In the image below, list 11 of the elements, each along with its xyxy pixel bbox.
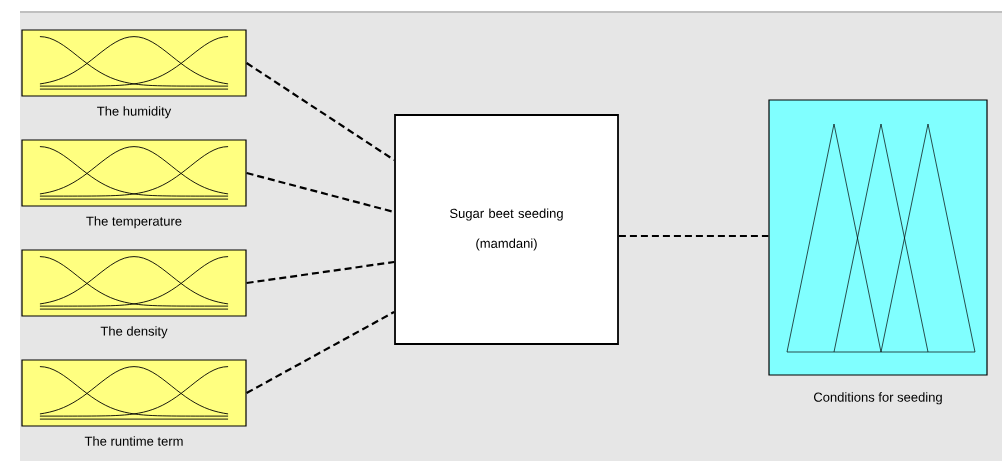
rule-system-box: Sugar beet seeding (mamdani) xyxy=(394,114,619,345)
variable-label: The humidity xyxy=(97,106,172,119)
connector-line xyxy=(618,234,769,238)
connector-line xyxy=(246,171,395,214)
connector-line xyxy=(246,260,395,285)
variable-label: The density xyxy=(100,326,168,339)
variable-label: The temperature xyxy=(86,216,182,229)
variable-label: Conditions for seeding xyxy=(814,392,942,405)
connector-line xyxy=(246,311,395,394)
variable-label: The runtime term xyxy=(84,436,183,446)
connector-line xyxy=(246,62,395,161)
